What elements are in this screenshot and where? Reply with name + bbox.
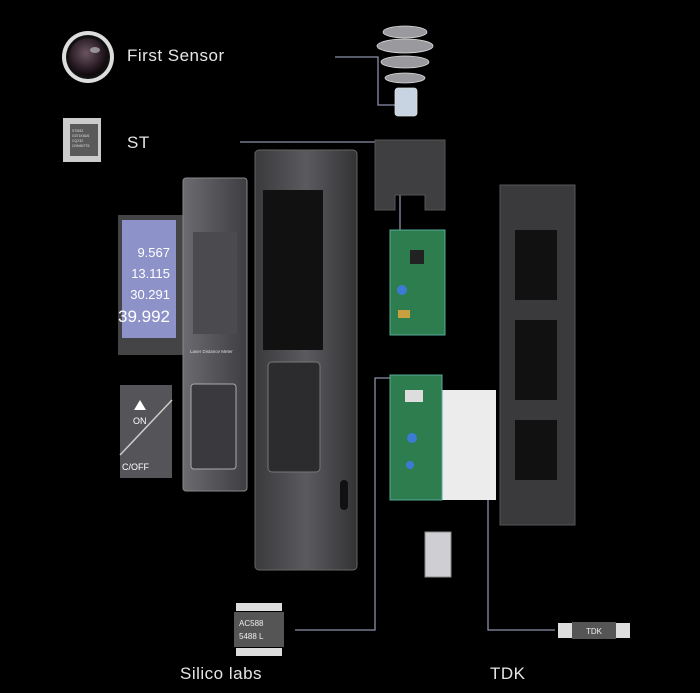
internal-frame (499, 184, 576, 526)
lcd-reading: 30.291 (130, 287, 170, 302)
button-off-label: C/OFF (122, 462, 149, 472)
st-chip-line: G071K8U6 (72, 134, 89, 138)
mcu-chip-icon: STM32 G071K8U6 CQ232 CHN697T6 (63, 118, 101, 162)
st-label: ST (127, 133, 150, 152)
lcd-reading: 9.567 (137, 245, 170, 260)
st-chip-line: CQ232 (72, 139, 83, 143)
tdk-component-label: TDK (586, 627, 603, 636)
st-chip-line: STM32 (72, 129, 83, 133)
tdk-component-icon: TDK (558, 622, 630, 639)
lens-icon (62, 31, 114, 83)
first-sensor-label: First Sensor (127, 46, 225, 65)
main-housing (254, 149, 358, 571)
face-plate: Laser Distance Meter (182, 177, 248, 492)
silabs-chip-line: 5488 L (239, 632, 264, 641)
pcb-top (389, 229, 446, 336)
lcd-module: 9.567 13.115 30.291 39.992 (118, 215, 183, 355)
silabs-chip-icon: AC588 5488 L (234, 603, 284, 656)
white-optics-block (440, 390, 496, 500)
faceplate-title: Laser Distance Meter (190, 349, 233, 354)
top-bracket (374, 139, 446, 211)
usb-connector (424, 531, 452, 578)
lcd-reading: 13.115 (131, 266, 170, 281)
button-panel: ON C/OFF (119, 385, 173, 478)
lcd-reading: 39.992 (118, 307, 170, 326)
optics-stack (376, 25, 434, 117)
silabs-chip-line: AC588 (239, 619, 264, 628)
silico-labs-label: Silico labs (180, 664, 263, 683)
tdk-label: TDK (490, 664, 526, 683)
pcb-bottom (389, 374, 443, 501)
st-chip-line: CHN697T6 (72, 144, 90, 148)
button-on-label: ON (133, 416, 147, 426)
